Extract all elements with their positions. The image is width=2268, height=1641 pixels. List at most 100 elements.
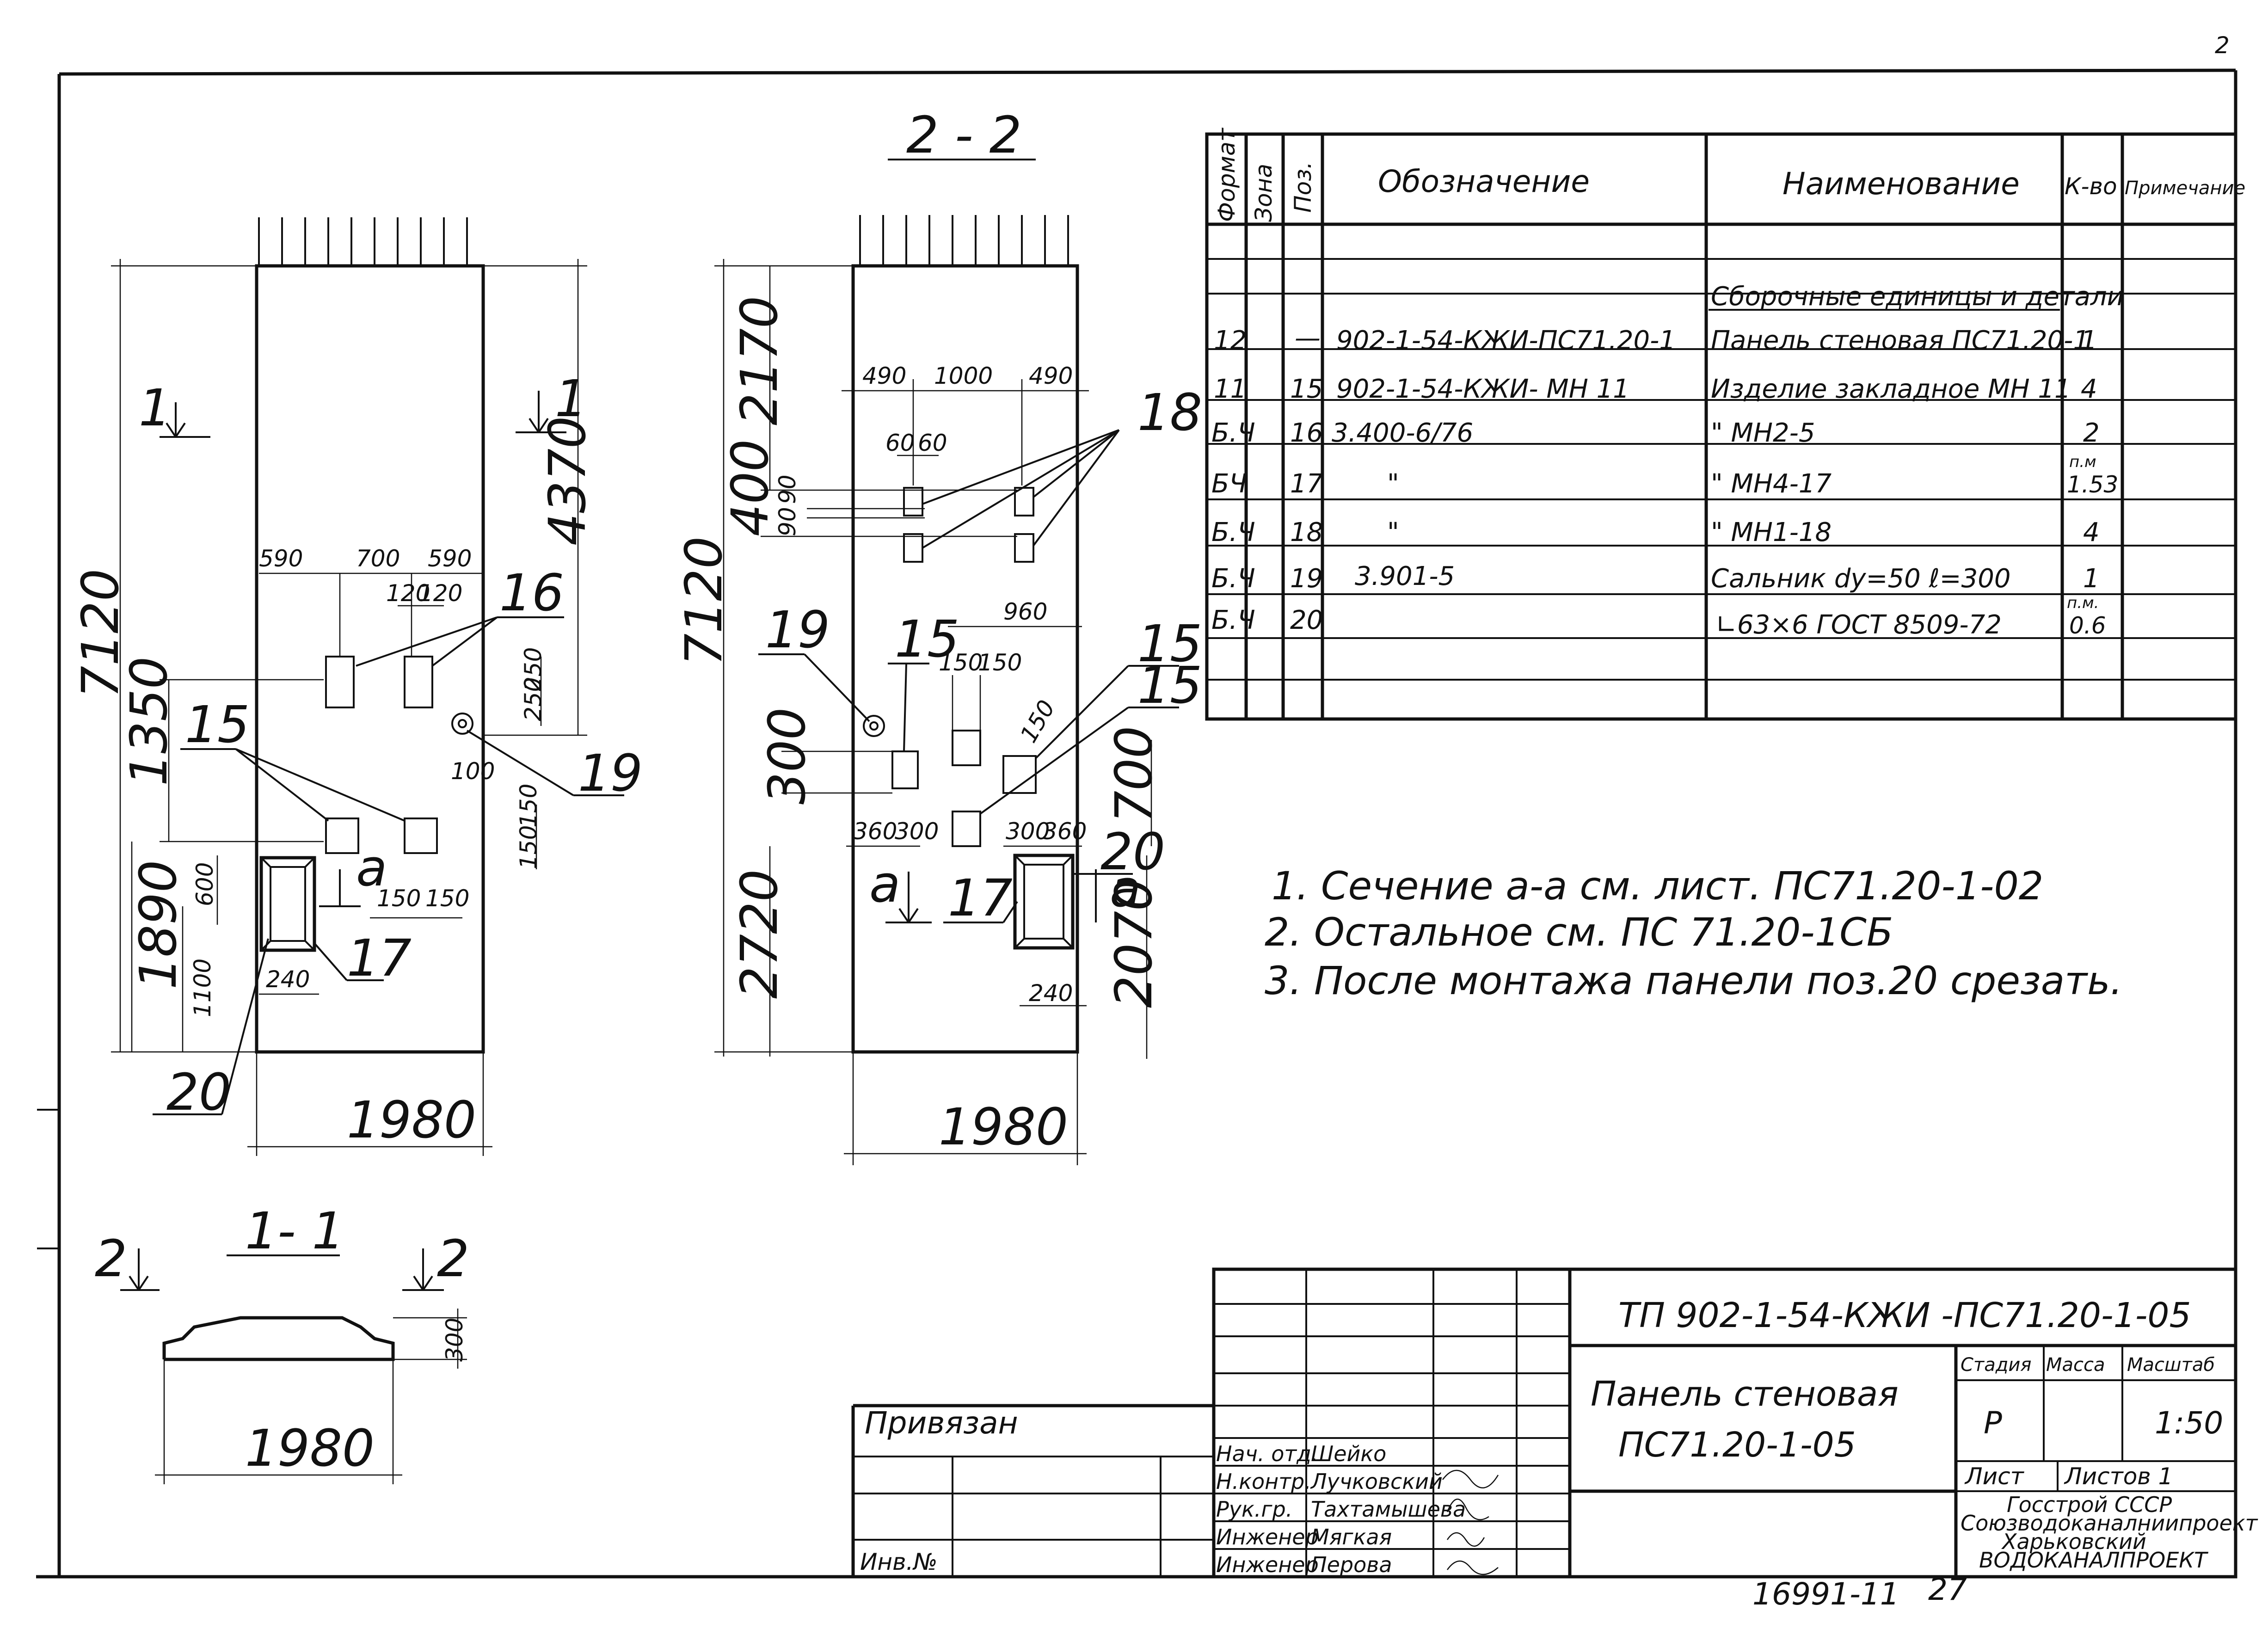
spec-cell-qty-unit: п.м [2069,453,2096,471]
spec-cell-name: " МН4-17 [1711,469,1832,499]
staff-name: Лучковский [1310,1469,1443,1494]
mass-label: Масса [2046,1354,2105,1376]
spec-cell-designation: 3.901-5 [1355,561,1455,591]
spec-table: Формат Зона Поз. Обозначение Наименовани… [1205,127,2245,721]
scale-label: Масштаб [2127,1354,2215,1376]
staff-row: Н.контр. Лучковский [1216,1469,1443,1494]
dim-s22-total-height: 7120 [674,536,733,666]
spec-cell-qty: 2 [2083,418,2100,448]
spec-cell-name: Изделие закладное МН 11 [1711,374,2071,404]
dim-front-1100: 1100 [189,959,216,1017]
embedded-plate-15b [404,817,438,854]
dim-s22-300: 300 [757,707,817,805]
staff-role: Н.контр. [1216,1469,1311,1494]
dim-s22-150a: 150 [939,649,983,676]
spec-row: Б.Ч 19 3.901-5 Сальник dy=50 ℓ=300 1 [1211,561,2100,594]
embedded-plate-15-s22b [952,730,981,766]
pos-20-front: 20 [166,1063,231,1122]
spec-header-designation: Обозначение [1378,164,1590,199]
stage-label: Стадия [1961,1354,2031,1376]
spec-cell-qty: 4 [2083,517,2100,547]
pos-17-s22: 17 [948,868,1013,928]
dim-front-590-right: 590 [428,545,472,572]
spec-cell-format: 11 [1214,374,1247,404]
page-number: 27 [1928,1572,1967,1607]
staff-row: Нач. отд. Шейко [1216,1441,1386,1466]
dim-s22-360b: 360 [1043,818,1087,845]
scale-value: 1:50 [2155,1405,2223,1441]
embedded-plate-18a [903,487,923,516]
staff-row: Инженер Мягкая [1216,1524,1392,1549]
spec-cell-qty-unit: п.м. [2067,594,2099,612]
embedded-plate-18c [903,533,923,563]
staff-role: Инженер [1216,1552,1319,1577]
dim-front-1890: 1890 [129,860,188,990]
spec-cell-designation: " [1387,469,1399,499]
signatures [1442,1469,1499,1575]
spec-cell-pos: 19 [1290,564,1323,594]
dim-front-100: 100 [451,758,495,785]
spec-cell-designation: 902-1-54-КЖИ-ПС71.20-1 [1336,326,1676,356]
staff-name: Тахтамышева [1311,1497,1466,1522]
spec-group-title: Сборочные единицы и детали [1711,282,2124,312]
embedded-plate-15a [325,817,359,854]
dim-s22-960: 960 [1003,598,1047,625]
dim-s22-490b: 490 [1029,363,1073,389]
section-mark-1-right: 1 [555,369,587,428]
spec-cell-format: Б.Ч [1211,564,1255,594]
spec-cell-format: Б.Ч [1211,517,1255,547]
dim-s22-150b: 150 [978,649,1022,676]
spec-row: Б.Ч 16 3.400-6/76 " МН2-5 2 [1211,418,2100,448]
section-mark-1-left: 1 [139,378,171,437]
front-view: 7120 1350 1890 1100 600 4370 1 1 590 700… [71,217,643,1156]
sheets-label: Листов 1 [2064,1463,2173,1490]
embedded-plate-18d [1014,533,1034,563]
dim-s22-400: 400 [720,439,780,536]
staff-row: Инженер Перова [1216,1552,1392,1577]
dim-front-150a: 150 [515,784,542,828]
dim-s22-1000: 1000 [934,363,993,389]
panel-outline-section22 [851,264,1079,1054]
spec-row: Б.Ч 18 " " МН1-18 4 [1211,517,2100,547]
pos-17-front: 17 [347,928,412,988]
spec-cell-name: " МН1-18 [1711,517,1832,547]
inv-label: Инв.№ [860,1549,937,1575]
dim-s22-2170: 2170 [730,296,789,425]
pos-15-s22c: 15 [1137,656,1202,715]
corner-mark: 2 [2215,32,2230,59]
doc-code: ТП 902-1-54-КЖИ -ПС71.20-1-05 [1618,1296,2191,1335]
angle-frame-20-s22 [1013,854,1075,950]
spec-cell-name: Панель стеновая ПС71.20-1 [1711,326,2090,356]
dim-s22-490a: 490 [862,363,906,389]
dim-front-total-height: 7120 [71,569,130,698]
section-2-2-title: 2 - 2 [906,105,1022,165]
note-2: 2. Остальное см. ПС 71.20-1СБ [1265,910,1893,955]
rebar-ticks-front [258,217,468,266]
section-1-1-profile [162,1316,395,1361]
spec-cell-pos: — [1295,323,1321,353]
notes: 1. Сечение а-а см. лист. ПС71.20-1-02 2.… [1265,863,2122,1003]
dim-s22-60b: 60 [918,430,947,456]
section-mark-2-left: 2 [95,1229,127,1288]
cut-mark-a-front: a [356,838,387,897]
tied-label: Привязан [865,1405,1018,1441]
spec-cell-format: БЧ [1211,469,1247,499]
gland-19-s22 [863,715,885,737]
section-2-2: 2 - 2 7120 2170 400 90 90 490 [674,105,1202,1165]
dim-front-150d: 150 [425,885,469,912]
note-1: 1. Сечение а-а см. лист. ПС71.20-1-02 [1272,863,2043,909]
spec-cell-qty: 1.53 [2067,471,2118,498]
dim-s11-300: 300 [441,1318,468,1362]
gland-19-front [451,713,473,735]
org-line3: Харьковский [2001,1529,2146,1554]
spec-cell-pos: 18 [1290,517,1323,547]
pos-20-s22: 20 [1100,822,1165,881]
note-3: 3. После монтажа панели поз.20 срезать. [1265,958,2122,1003]
title-line2: ПС71.20-1-05 [1618,1425,1856,1465]
spec-cell-pos: 16 [1290,418,1323,448]
spec-cell-qty: 4 [2081,374,2097,404]
rebar-ticks-section22 [859,215,1069,266]
embedded-plate-15-s22c [1002,755,1037,794]
spec-cell-qty: 0.6 [2069,612,2106,639]
